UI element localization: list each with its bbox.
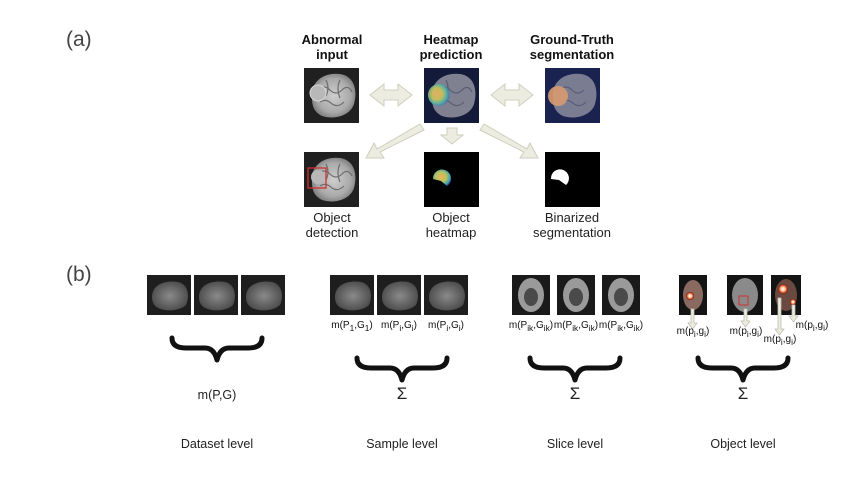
object-sigma: Σ — [737, 384, 749, 403]
panel-label-b: (b) — [66, 263, 92, 286]
object-detection-image — [304, 152, 359, 207]
sample-level-images — [330, 275, 468, 315]
header-heatmap-prediction: Heatmap prediction — [419, 32, 483, 62]
arrow-to-object-heatmap — [439, 127, 465, 145]
double-arrow-left — [369, 82, 413, 108]
brace-dataset — [169, 335, 265, 363]
heatmap-prediction-image — [424, 68, 479, 123]
ground-truth-image — [545, 68, 600, 123]
object-level-label: Object level — [710, 437, 776, 451]
brace-sample — [354, 355, 450, 383]
dataset-level-label: Dataset level — [180, 437, 254, 451]
double-arrow-right — [490, 82, 534, 108]
object-metric-3: m(pi,gi) — [763, 334, 797, 347]
caption-object-heatmap: Object heatmap — [425, 210, 477, 240]
slice-level-images — [512, 275, 640, 315]
object-metric-4: m(pi,gi) — [795, 320, 829, 333]
dataset-level-images — [147, 275, 285, 315]
panel-label-a: (a) — [66, 28, 92, 51]
caption-object-detection: Object detection — [305, 210, 359, 240]
abnormal-input-image — [304, 68, 359, 123]
brace-slice — [527, 355, 623, 383]
object-level-images — [679, 275, 801, 315]
header-ground-truth: Ground-Truth segmentation — [529, 32, 615, 62]
sample-level-label: Sample level — [366, 437, 438, 451]
sample-metric-3: m(Pi,Gi) — [428, 320, 464, 333]
brace-object — [695, 355, 791, 383]
arrow-to-binarized — [479, 123, 539, 159]
dataset-formula: m(P,G) — [197, 388, 237, 402]
sample-sigma: Σ — [396, 384, 408, 403]
slice-level-label: Slice level — [546, 437, 604, 451]
slice-metric-3: m(Pik,Gik) — [598, 320, 644, 333]
binarized-segmentation-image — [545, 152, 600, 207]
sample-metric-1: m(P1,G1) — [331, 320, 373, 333]
object-level-arrows — [687, 297, 799, 336]
object-metric-1: m(pi,gi) — [676, 326, 710, 339]
arrow-to-detection — [365, 123, 425, 159]
object-metric-2: m(pi,gi) — [729, 326, 763, 339]
caption-binarized-segmentation: Binarized segmentation — [532, 210, 612, 240]
slice-metric-1: m(Pik,Gik) — [508, 320, 554, 333]
slice-metric-2: m(Pik,Gik) — [553, 320, 599, 333]
sample-metric-2: m(Pi,Gi) — [381, 320, 417, 333]
header-abnormal-input: Abnormal input — [301, 32, 363, 62]
slice-sigma: Σ — [569, 384, 581, 403]
object-heatmap-image — [424, 152, 479, 207]
